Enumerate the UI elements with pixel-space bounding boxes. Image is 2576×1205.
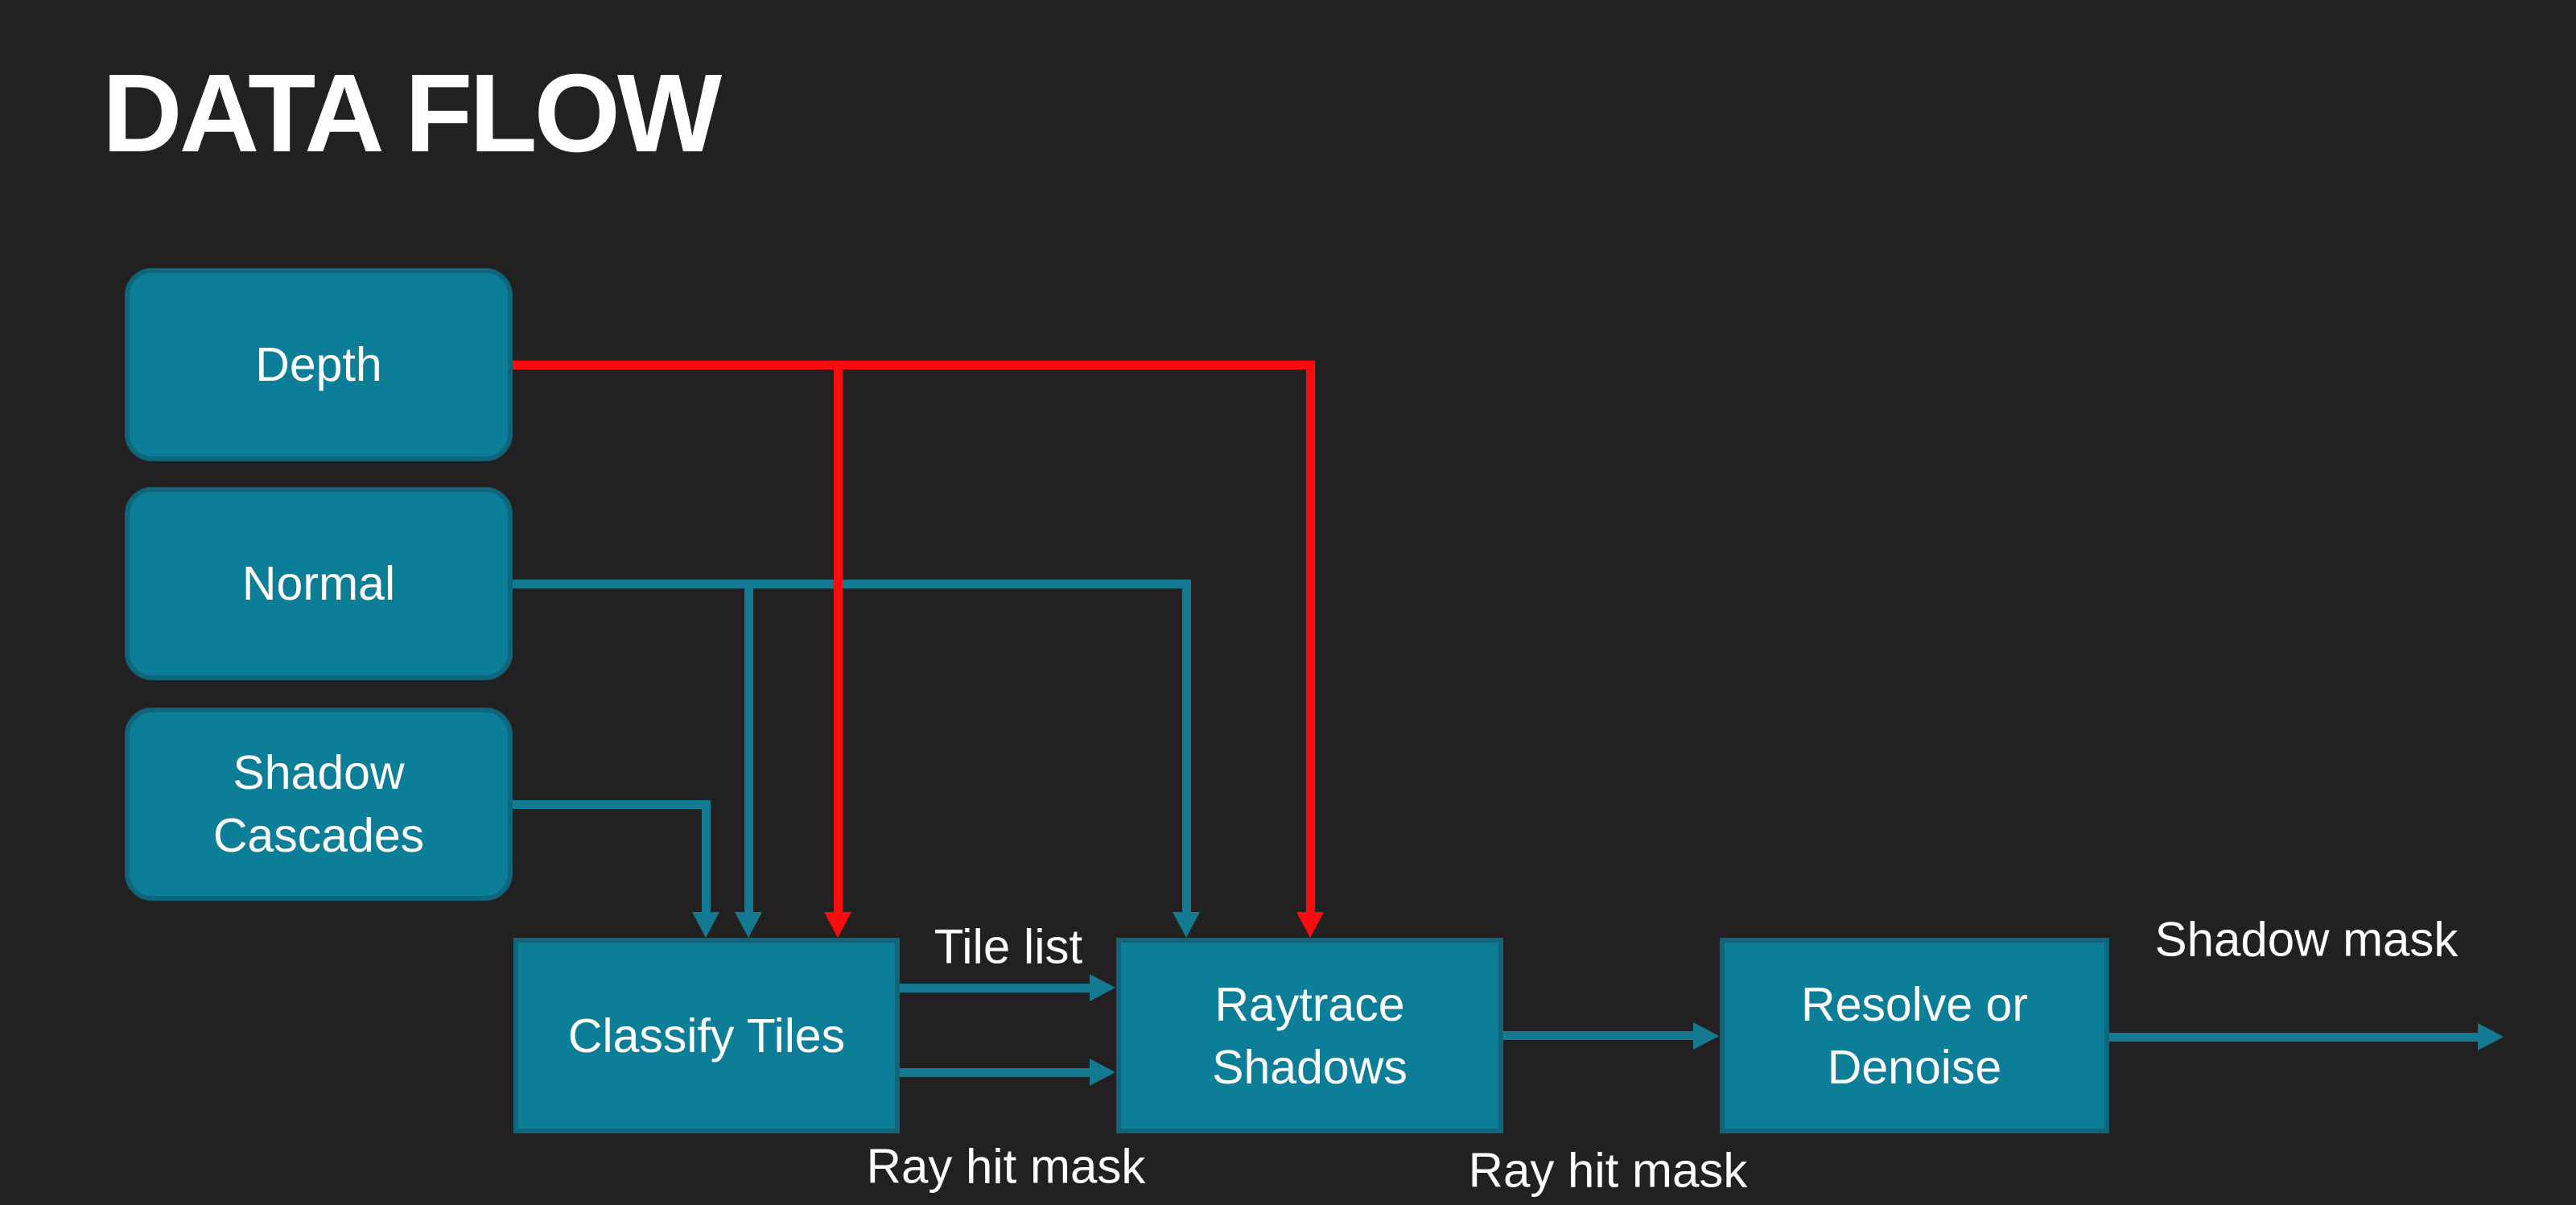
- node-raytrace-shadows: Raytrace Shadows: [1116, 938, 1503, 1133]
- arrowhead-down-depth-to-raytrace: [1296, 912, 1324, 938]
- node-label-classify-tiles: Classify Tiles: [567, 1009, 846, 1063]
- edge-label-tile-list: Tile list: [934, 919, 1083, 974]
- arrowhead-right-raytrace-to-resolve: [1693, 1022, 1719, 1050]
- node-label-resolve-denoise: Resolve or Denoise: [1800, 977, 2028, 1094]
- edge-segment-raytrace-to-resolve-0: [1503, 1031, 1694, 1040]
- edge-segment-resolve-to-output-0: [2109, 1033, 2478, 1042]
- edge-segment-normal-to-classify-0: [744, 580, 753, 912]
- edge-segment-depth-to-raytrace-1: [1306, 361, 1315, 912]
- edge-label-ray-hit-mask-1: Ray hit mask: [866, 1139, 1146, 1194]
- arrowhead-down-shadow-cascades-to-classify: [692, 912, 719, 938]
- edge-segment-depth-to-classify-0: [834, 361, 843, 912]
- edge-label-shadow-mask: Shadow mask: [2154, 912, 2459, 967]
- edge-label-ray-hit-mask-2: Ray hit mask: [1468, 1143, 1748, 1198]
- arrowhead-right-resolve-to-output: [2478, 1023, 2504, 1050]
- edge-segment-classify-to-raytrace-tile-list-0: [900, 984, 1090, 992]
- edge-segment-classify-to-raytrace-ray-hit-0: [900, 1068, 1090, 1077]
- node-classify-tiles: Classify Tiles: [513, 938, 900, 1133]
- slide-title: DATA FLOW: [102, 52, 722, 175]
- arrowhead-right-classify-to-raytrace-tile-list: [1090, 974, 1115, 1001]
- node-depth: Depth: [125, 268, 513, 461]
- node-label-normal: Normal: [241, 557, 396, 610]
- arrowhead-down-normal-to-classify: [735, 912, 762, 938]
- node-resolve-denoise: Resolve or Denoise: [1720, 938, 2109, 1133]
- arrowhead-down-depth-to-classify: [824, 912, 851, 938]
- edge-segment-shadow-cascades-to-classify-0: [513, 800, 711, 809]
- node-label-shadow-cascades: Shadow Cascades: [212, 746, 425, 862]
- arrowhead-right-classify-to-raytrace-ray-hit: [1090, 1059, 1115, 1086]
- edge-segment-normal-to-raytrace-1: [1182, 580, 1191, 912]
- edge-segment-normal-to-raytrace-0: [513, 580, 1191, 588]
- edge-segment-depth-to-raytrace-0: [513, 361, 1315, 369]
- edge-segment-shadow-cascades-to-classify-1: [702, 800, 711, 912]
- node-label-depth: Depth: [255, 338, 382, 391]
- node-normal: Normal: [125, 487, 513, 680]
- arrowhead-down-normal-to-raytrace: [1173, 912, 1200, 938]
- node-label-raytrace-shadows: Raytrace Shadows: [1212, 977, 1408, 1094]
- node-shadow-cascades: Shadow Cascades: [125, 708, 513, 901]
